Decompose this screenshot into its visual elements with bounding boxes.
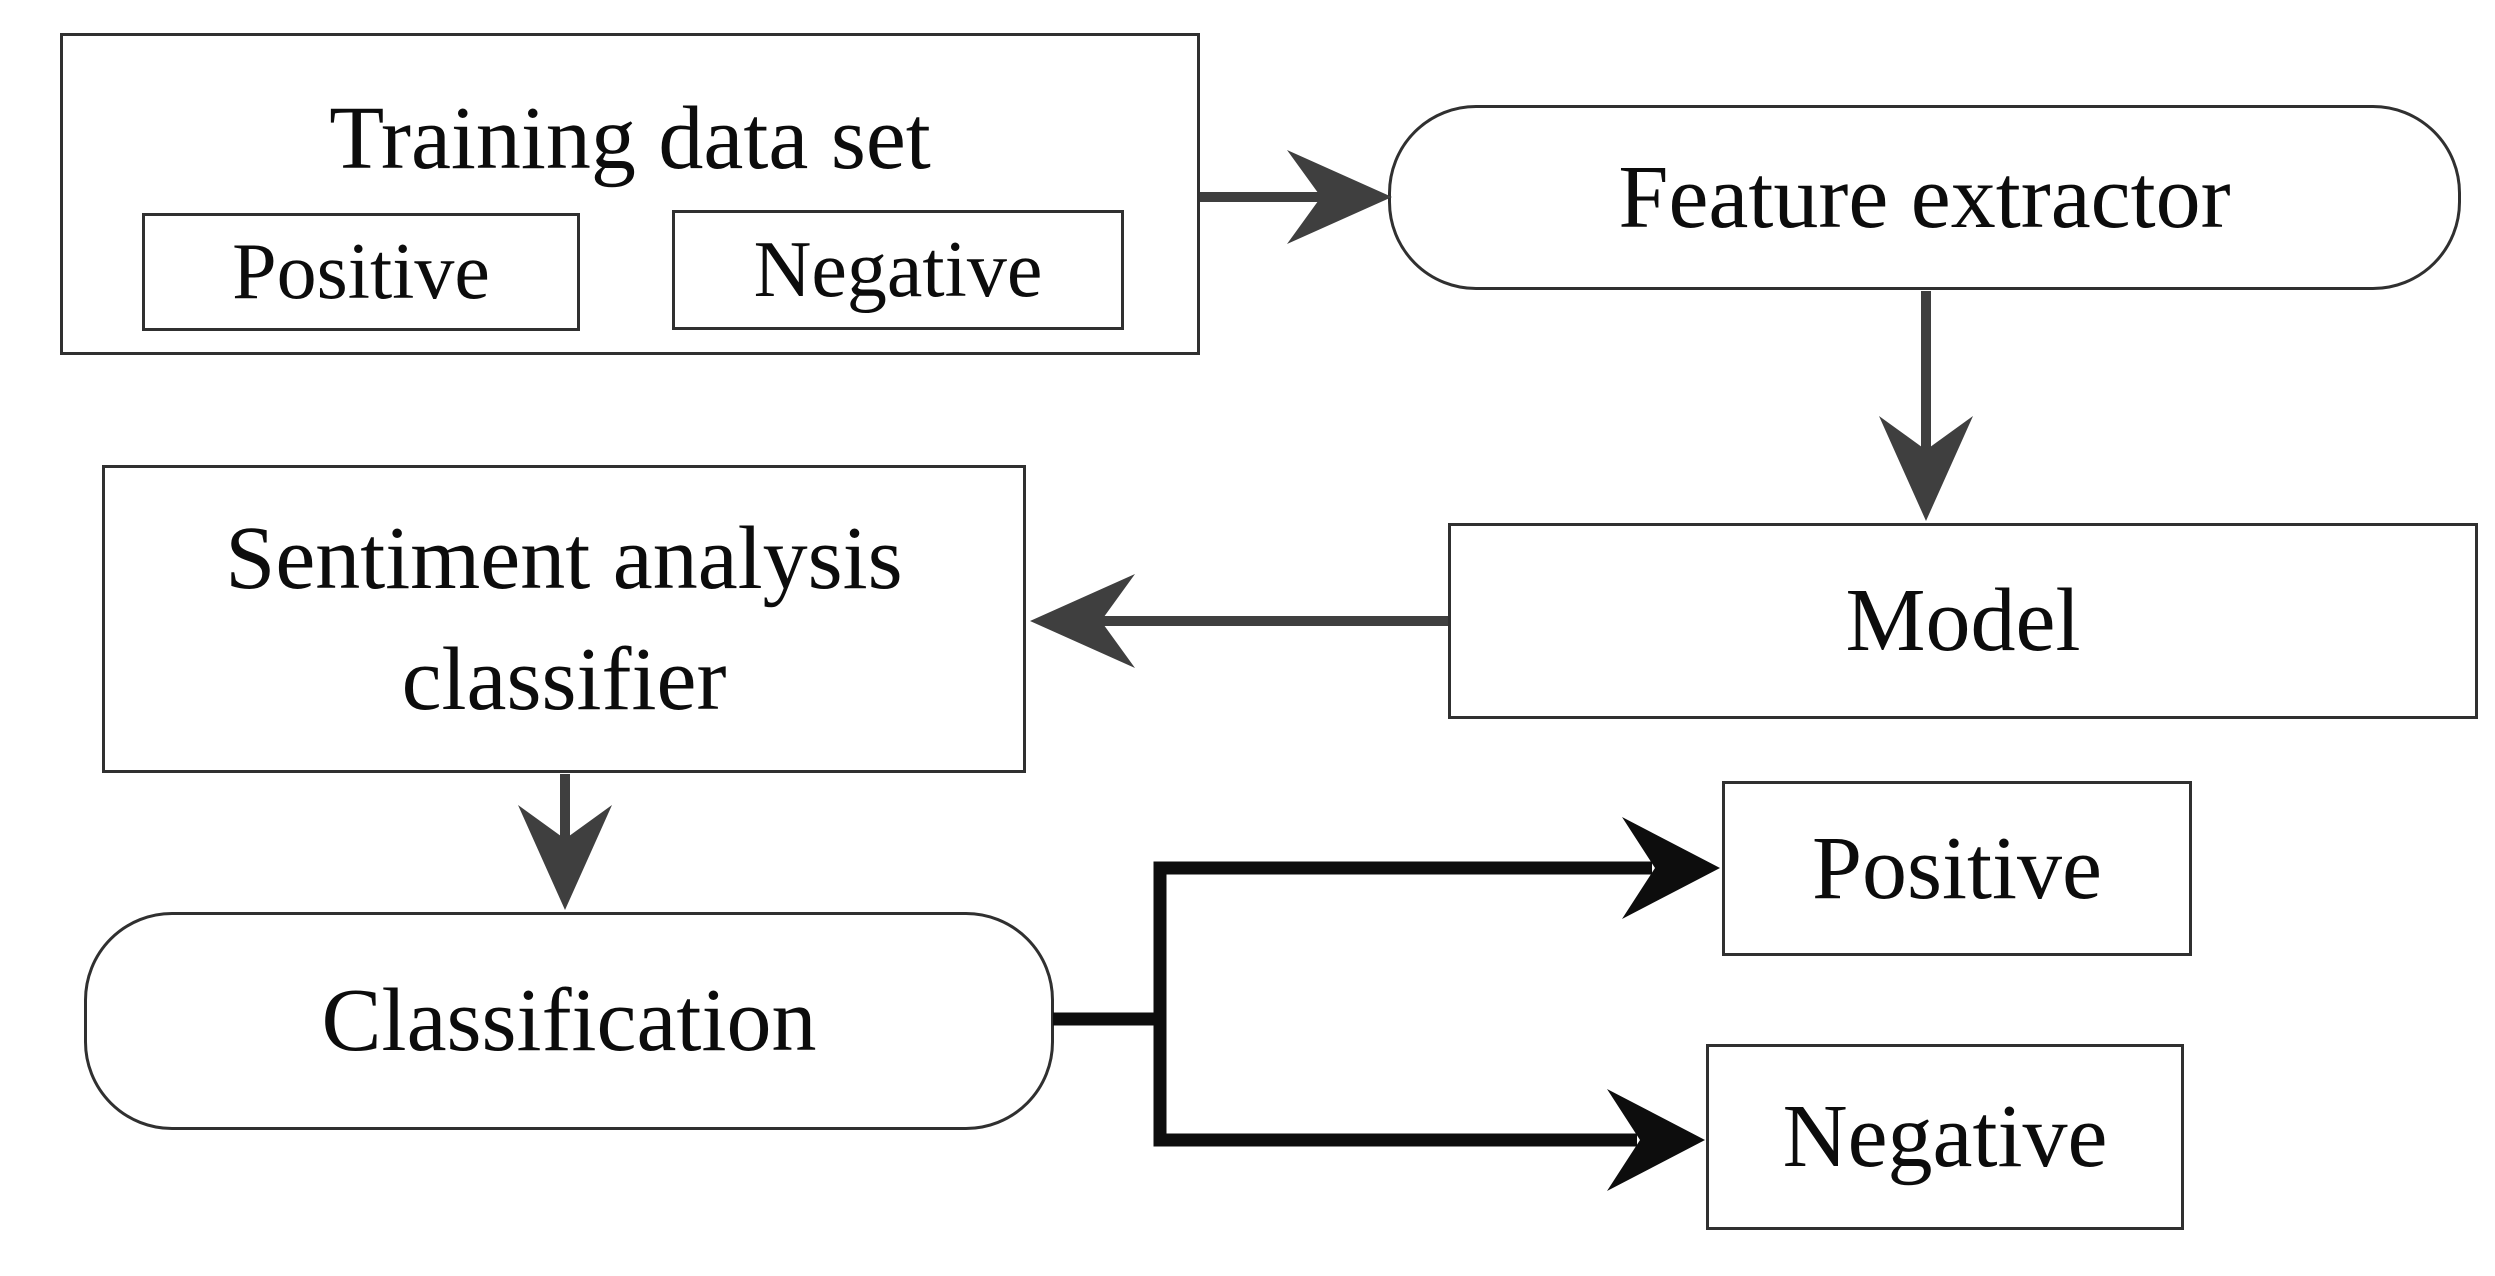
edge-line bbox=[1153, 861, 1652, 1023]
classification-label: Classification bbox=[321, 971, 817, 1071]
node-sentiment-classifier: Sentiment analysis classifier bbox=[102, 465, 1026, 773]
edge-line bbox=[1153, 1015, 1637, 1147]
edge-feature-extractor-to-model bbox=[1879, 291, 1973, 521]
output-positive-label: Positive bbox=[1811, 818, 2103, 918]
edge-model-to-classifier bbox=[1030, 574, 1448, 668]
node-training-negative: Negative bbox=[672, 210, 1124, 330]
edge-classification-to-positive bbox=[1153, 817, 1720, 1023]
arrowhead-left-icon bbox=[1030, 574, 1135, 668]
node-model: Model bbox=[1448, 523, 2478, 719]
edge-classification-to-negative bbox=[1153, 1015, 1705, 1191]
training-negative-label: Negative bbox=[753, 226, 1043, 314]
arrowhead-down-icon bbox=[1879, 416, 1973, 521]
node-training-positive: Positive bbox=[142, 213, 580, 331]
feature-extractor-label: Feature extractor bbox=[1618, 147, 2231, 247]
training-positive-label: Positive bbox=[232, 228, 490, 316]
edge-classifier-to-classification bbox=[518, 774, 612, 910]
model-label: Model bbox=[1845, 571, 2081, 671]
arrowhead-down-icon bbox=[518, 805, 612, 910]
arrowhead-right-icon bbox=[1607, 1089, 1705, 1191]
node-output-negative: Negative bbox=[1706, 1044, 2184, 1230]
node-feature-extractor: Feature extractor bbox=[1388, 105, 2461, 290]
training-data-set-label: Training data set bbox=[329, 89, 931, 188]
node-output-positive: Positive bbox=[1722, 781, 2192, 956]
sentiment-classifier-label: Sentiment analysis classifier bbox=[225, 508, 903, 730]
edge-training-to-feature-extractor bbox=[1200, 150, 1392, 244]
node-classification: Classification bbox=[84, 912, 1054, 1130]
arrowhead-right-icon bbox=[1287, 150, 1392, 244]
arrowhead-right-icon bbox=[1622, 817, 1720, 919]
output-negative-label: Negative bbox=[1782, 1087, 2108, 1187]
